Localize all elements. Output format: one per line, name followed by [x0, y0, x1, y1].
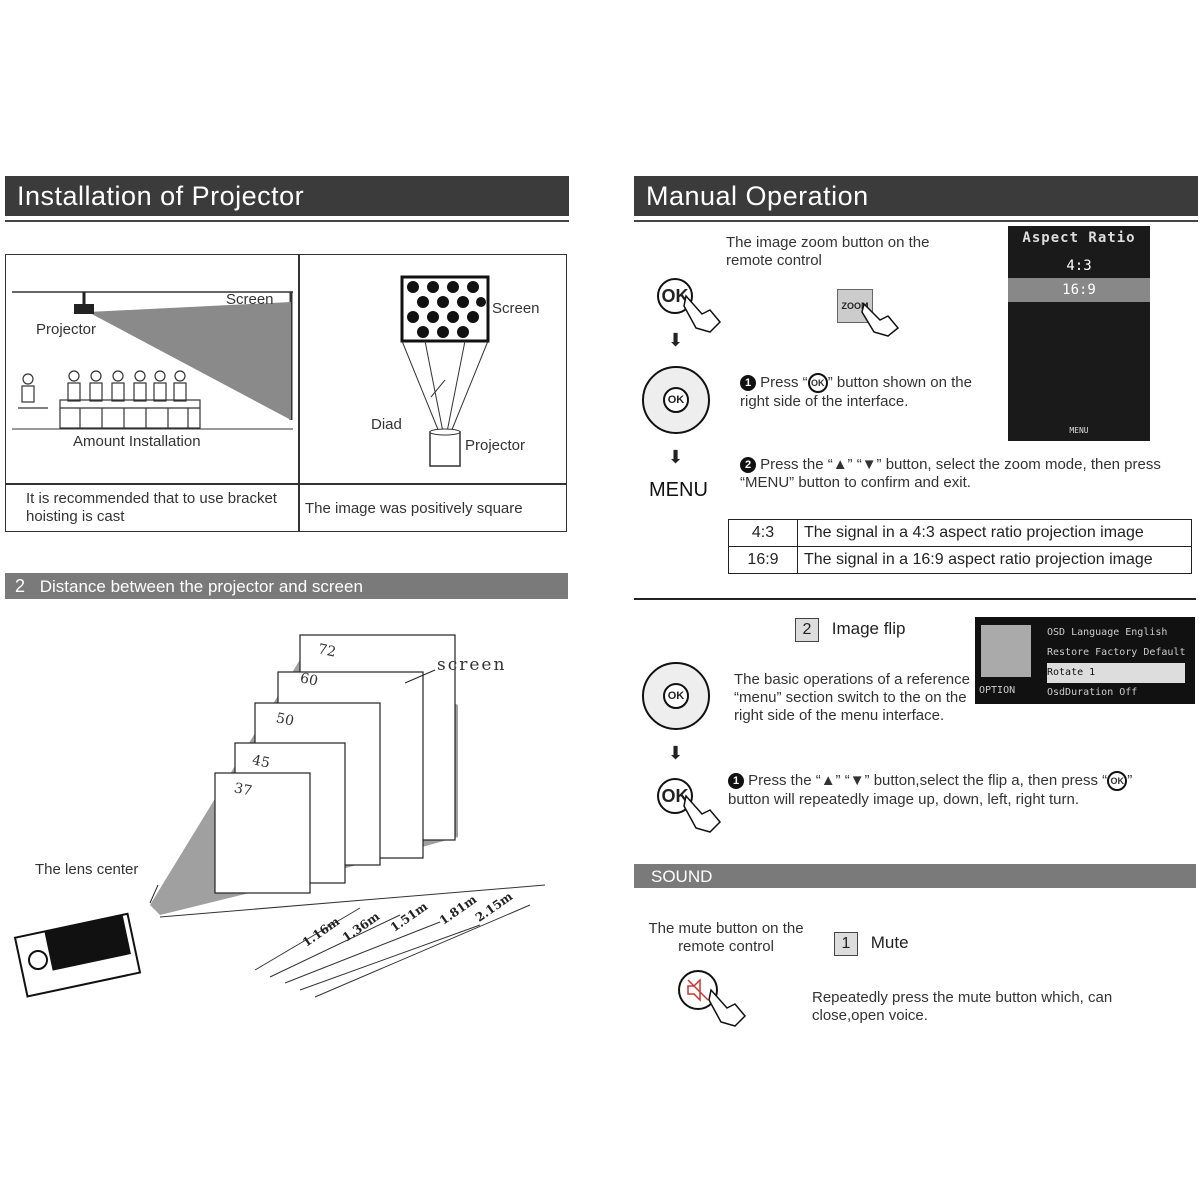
installation-box	[5, 254, 567, 532]
pointing-hand-icon	[861, 302, 900, 337]
step-number-icon: 2	[740, 457, 756, 474]
osd-row: OsdDuration Off	[1047, 687, 1138, 698]
table-row: 16:9 The signal in a 16:9 aspect ratio p…	[728, 546, 1192, 574]
distance-section-bar: 2 Distance between the projector and scr…	[5, 573, 568, 599]
screen-size-label-2: 50	[274, 710, 296, 730]
step-number-icon: 1	[740, 375, 756, 391]
mute-speaker-icon	[687, 978, 709, 1002]
ratio-cell: 16:9	[728, 546, 798, 574]
nav-pad-ok: OK	[663, 683, 689, 709]
sound-header: SOUND	[634, 864, 1196, 888]
step-number-icon: 1	[728, 773, 744, 789]
mute-description: Repeatedly press the mute button which, …	[812, 989, 1113, 1024]
ok-inline-icon: OK	[807, 373, 828, 393]
mute-heading: 1 Mute	[834, 932, 909, 956]
screen-size-label-4: 72	[316, 641, 338, 661]
desc-cell: The signal in a 16:9 aspect ratio projec…	[797, 546, 1192, 574]
flip-step1: 1 Press the “▲” “▼” button,select the fl…	[728, 771, 1133, 808]
panel-option-4-3: 4:3	[1066, 258, 1092, 274]
zoom-step1: 1 Press “OK” button shown on the right s…	[740, 373, 972, 410]
desc-cell: The signal in a 4:3 aspect ratio project…	[797, 519, 1192, 547]
nav-pad-icon: OK	[642, 662, 710, 730]
screen-size-label-3: 60	[298, 670, 320, 690]
zoom-key-icon: ZOOM	[837, 289, 873, 323]
osd-label: OPTION	[979, 685, 1016, 696]
nav-pad-ok: OK	[663, 387, 689, 413]
pointing-hand-icon	[683, 794, 722, 833]
box1-note: It is recommended that to use bracket ho…	[26, 490, 277, 525]
box1-caption: Amount Installation	[73, 433, 201, 450]
ok-button-icon: OK	[657, 778, 693, 814]
section-divider	[634, 598, 1196, 600]
arrow-down-icon: ⬇	[668, 330, 684, 350]
pointing-hand-icon	[683, 294, 722, 333]
image-flip-heading: 2 Image flip	[795, 618, 905, 642]
installation-header: Installation of Projector	[5, 176, 569, 216]
box2-projector-label: Projector	[465, 437, 526, 454]
box2-note: The image was positively square	[305, 500, 523, 517]
ceiling-installation-diagram	[12, 291, 293, 430]
square-projection-diagram	[400, 275, 490, 467]
box-divider-vertical	[298, 254, 300, 532]
screen-label: screen	[437, 655, 507, 675]
pointing-hand-icon	[708, 988, 747, 1027]
distance-section-title: Distance between the projector and scree…	[39, 577, 363, 596]
mute-title: Mute	[870, 933, 909, 952]
menu-key-label: MENU	[649, 479, 708, 501]
flip-number-box: 2	[795, 618, 819, 642]
osd-menu-panel: OPTION OSD Language English Restore Fact…	[975, 617, 1195, 704]
distance-section-number: 2	[14, 576, 25, 596]
nav-pad-icon: OK	[642, 366, 710, 434]
box1-projector-label: Projector	[36, 321, 97, 338]
screen-size-label-1: 45	[250, 752, 272, 772]
box2-screen-label: Screen	[492, 300, 540, 317]
osd-option-icon	[981, 625, 1031, 677]
aspect-ratio-panel: Aspect Ratio 4:3 16:9 MENU	[1008, 226, 1150, 441]
lens-center-label: The lens center	[35, 861, 139, 878]
aspect-ratio-table: 4:3 The signal in a 4:3 aspect ratio pro…	[728, 519, 1192, 574]
mute-number-box: 1	[834, 932, 858, 956]
arrow-down-icon: ⬇	[668, 447, 684, 467]
box2-diad-label: Diad	[371, 416, 402, 433]
flip-intro: The basic operations of a reference “men…	[734, 671, 970, 724]
flip-title: Image flip	[831, 619, 906, 638]
osd-row: Restore Factory Default	[1047, 647, 1186, 658]
table-row: 4:3 The signal in a 4:3 aspect ratio pro…	[728, 519, 1192, 547]
zoom-intro: The image zoom button on the remote cont…	[726, 234, 930, 269]
ok-inline-icon: OK	[1107, 771, 1128, 791]
screen-size-label-0: 37	[232, 780, 254, 800]
box1-screen-label: Screen	[226, 291, 274, 308]
arrow-down-icon: ⬇	[668, 743, 684, 763]
manual-operation-header: Manual Operation	[634, 176, 1198, 216]
box-divider-horizontal	[5, 483, 567, 485]
ratio-cell: 4:3	[728, 519, 798, 547]
panel-footer: MENU	[1069, 426, 1089, 435]
zoom-step2: 2 Press the “▲” “▼” button, select the z…	[740, 456, 1161, 491]
distance-diagram	[13, 634, 546, 998]
osd-row: OSD Language English	[1047, 627, 1168, 638]
panel-option-16-9: 16:9	[1008, 278, 1150, 302]
osd-row-selected: Rotate 1	[1047, 663, 1186, 683]
panel-title: Aspect Ratio	[1022, 230, 1136, 246]
mute-intro: The mute button on the remote control	[648, 920, 804, 955]
